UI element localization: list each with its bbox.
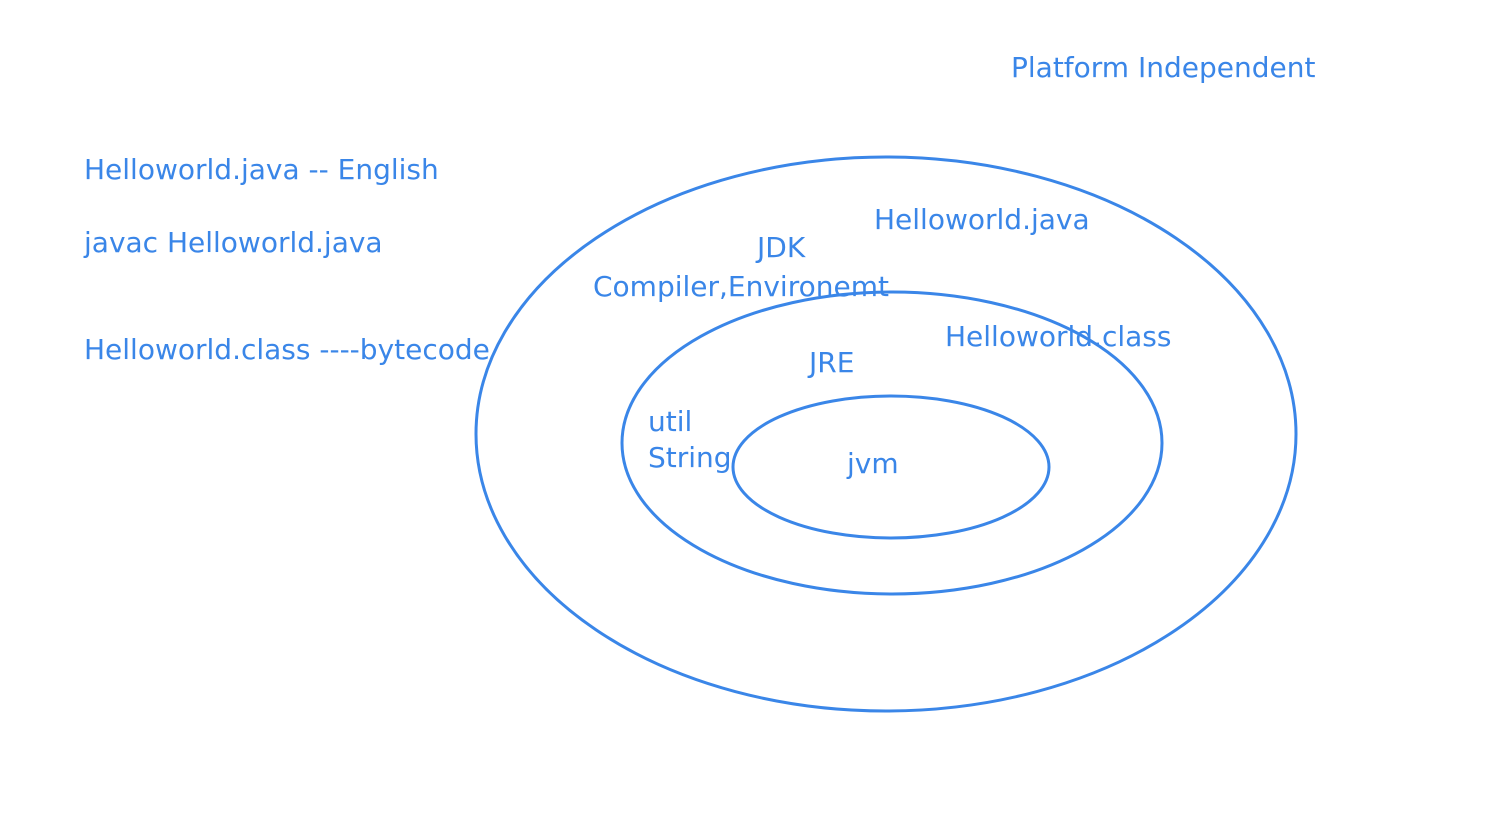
library-string-label: String xyxy=(648,441,732,474)
jdk-label: JDK xyxy=(757,231,806,264)
source-file-note: Helloworld.java -- English xyxy=(84,153,439,186)
platform-independent-note: Platform Independent xyxy=(1011,51,1316,84)
jvm-label: jvm xyxy=(847,447,899,480)
jdk-contents-label: Compiler,Environemt xyxy=(593,270,889,303)
library-util-label: util xyxy=(648,405,693,438)
compile-command-note: javac Helloworld.java xyxy=(84,226,383,259)
jre-library-list: util String xyxy=(648,404,732,476)
jdk-source-file-label: Helloworld.java xyxy=(874,203,1090,236)
jre-class-file-label: Helloworld.class xyxy=(945,320,1172,353)
jre-ring xyxy=(620,290,1164,596)
jre-label: JRE xyxy=(809,346,855,379)
jvm-ring xyxy=(731,394,1051,540)
jdk-ring xyxy=(474,155,1298,713)
bytecode-note: Helloworld.class ----bytecode xyxy=(84,333,490,366)
